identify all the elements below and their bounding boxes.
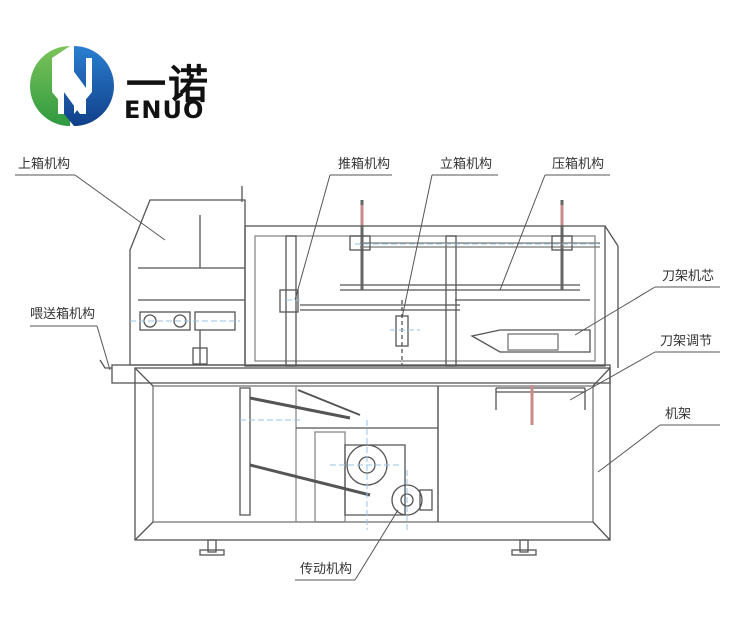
upper-frame: [244, 225, 606, 367]
brand-name-cn: 一诺: [126, 62, 210, 108]
label-blade-adjust: 刀架调节: [660, 334, 712, 349]
label-feed-box: 喂送箱机构: [30, 306, 95, 322]
blade-chip-unit: [470, 329, 591, 353]
frame-outer: [134, 367, 611, 541]
label-upper-box: 上箱机构: [18, 156, 70, 172]
label-erect-box: 立箱机构: [440, 156, 492, 172]
table-top: [111, 364, 611, 384]
upper-box-magazine: [129, 199, 246, 366]
frame-inner: [152, 385, 594, 523]
label-push-box: 推箱机构: [338, 156, 390, 172]
label-press-box: 压箱机构: [552, 156, 604, 172]
enuo-logo-icon: [30, 46, 114, 126]
label-drive: 传动机构: [300, 562, 352, 577]
label-frame: 机架: [665, 407, 691, 422]
label-blade-chip: 刀架机芯: [662, 269, 714, 284]
brand-name-en: ENUO: [124, 96, 205, 124]
